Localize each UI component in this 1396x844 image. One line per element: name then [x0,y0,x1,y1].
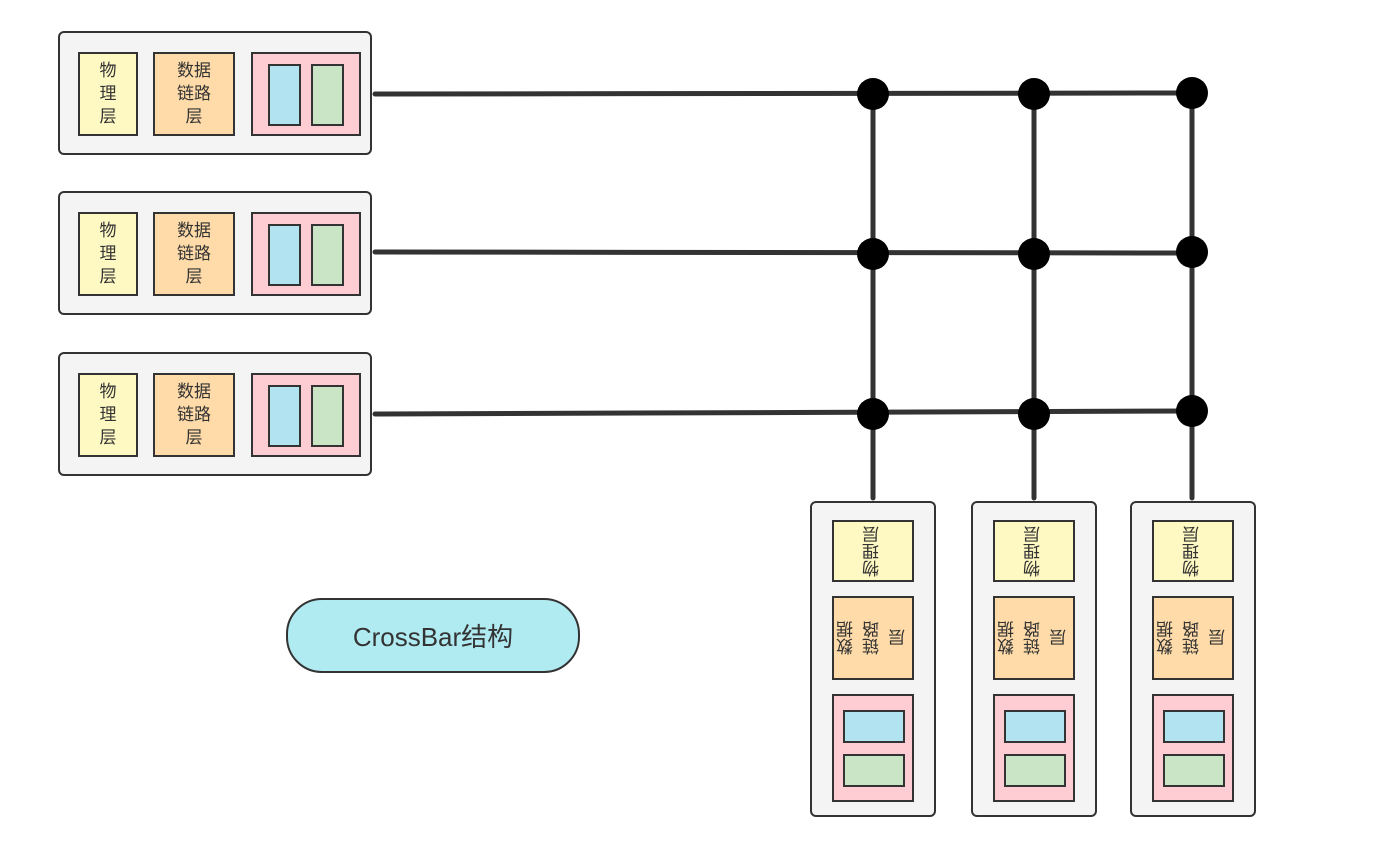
input-line-2 [372,249,1195,256]
input-port-1: 物 理 层 数据 链路 层 [58,31,372,155]
crosspoint-2-3 [1176,236,1208,268]
queue-a [268,64,301,126]
physical-layer: 物 理 层 [78,373,138,457]
output-port-3: 物理层 数据 链路 层 [1130,501,1256,817]
buffer [832,694,914,802]
data-link-layer: 数据 链路 层 [993,596,1075,680]
queue-b [843,754,905,787]
queue-a [268,224,301,286]
buffer [251,373,361,457]
buffer [251,212,361,296]
crosspoint-2-2 [1018,238,1050,270]
data-link-layer: 数据 链路 层 [153,52,235,136]
crosspoint-1-1 [857,78,889,110]
buffer [251,52,361,136]
input-line-1 [372,90,1195,97]
queue-b [311,385,344,447]
crosspoint-2-1 [857,238,889,270]
queue-a [268,385,301,447]
queue-b [1004,754,1066,787]
queue-a [843,710,905,743]
physical-layer: 物理层 [993,520,1075,582]
crosspoint-3-2 [1018,398,1050,430]
physical-layer: 物理层 [1152,520,1234,582]
physical-layer: 物 理 层 [78,212,138,296]
data-link-layer: 数据 链路 层 [832,596,914,680]
crosspoint-3-1 [857,398,889,430]
queue-b [311,64,344,126]
data-link-layer: 数据 链路 层 [153,212,235,296]
queue-a [1004,710,1066,743]
input-line-3 [372,408,1195,417]
diagram-title: CrossBar结构 [286,598,580,673]
input-port-2: 物 理 层 数据 链路 层 [58,191,372,315]
output-port-1: 物理层 数据 链路 层 [810,501,936,817]
data-link-layer: 数据 链路 层 [1152,596,1234,680]
queue-b [311,224,344,286]
physical-layer: 物理层 [832,520,914,582]
crosspoint-1-3 [1176,77,1208,109]
buffer [1152,694,1234,802]
crosspoint-3-3 [1176,395,1208,427]
input-port-3: 物 理 层 数据 链路 层 [58,352,372,476]
queue-b [1163,754,1225,787]
physical-layer: 物 理 层 [78,52,138,136]
output-port-2: 物理层 数据 链路 层 [971,501,1097,817]
queue-a [1163,710,1225,743]
buffer [993,694,1075,802]
crosspoint-1-2 [1018,78,1050,110]
data-link-layer: 数据 链路 层 [153,373,235,457]
